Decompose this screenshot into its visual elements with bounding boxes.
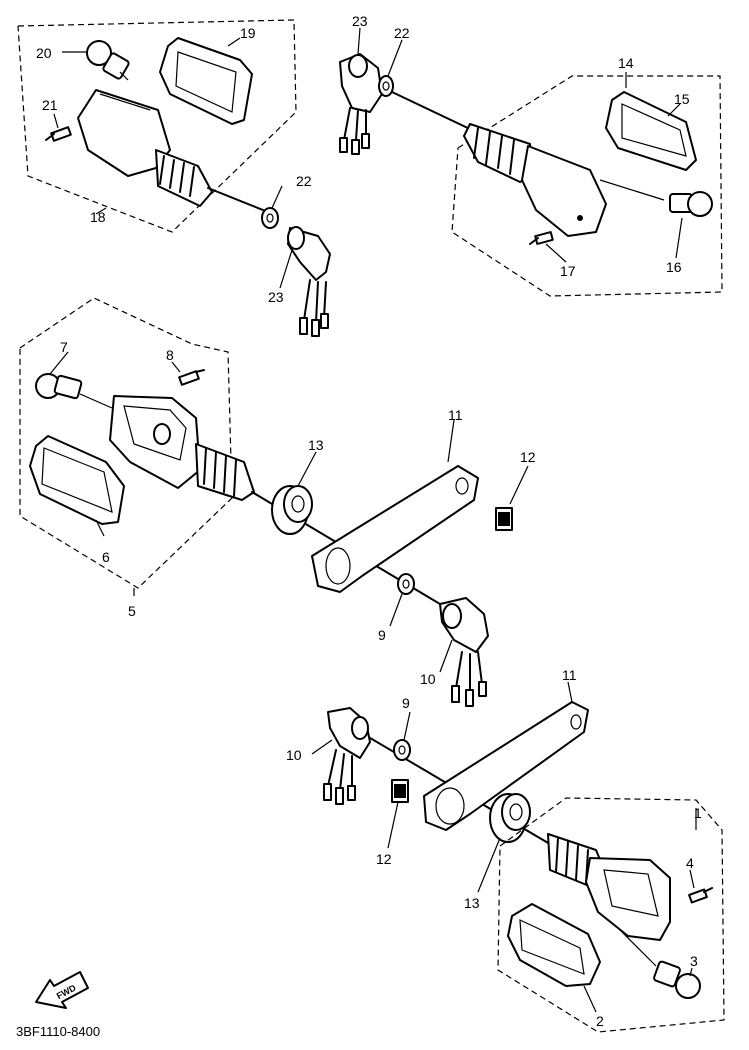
- callout-16: 16: [666, 259, 682, 275]
- callout-8: 8: [166, 347, 174, 363]
- callout-15: 15: [674, 91, 690, 107]
- callout-11: 11: [448, 407, 463, 423]
- callout-2: 2: [596, 1013, 604, 1029]
- turn-signal-assembly-14: 23 22 14 15 16 17: [339, 13, 723, 297]
- callout-13-lower: 13: [464, 895, 480, 911]
- connector-10-lower: [323, 707, 371, 805]
- screw-8: [178, 369, 205, 386]
- housing-1: [547, 833, 671, 941]
- bracket-11-upper: [311, 465, 479, 593]
- screw-17: [529, 231, 554, 245]
- bulb-16: [669, 191, 713, 217]
- lens-19: [159, 37, 253, 125]
- group-boundary-18: [17, 19, 297, 233]
- grommet-22-upper: [378, 75, 394, 97]
- grommet-9-lower: [393, 739, 411, 761]
- grommet-22: [261, 207, 279, 229]
- callout-18: 18: [90, 209, 106, 225]
- turn-signal-assembly-1: 1 4 3 2: [497, 797, 725, 1033]
- callout-3: 3: [690, 953, 698, 969]
- callout-6: 6: [102, 549, 110, 565]
- callout-12-lower: 12: [376, 851, 392, 867]
- callout-20: 20: [36, 45, 52, 61]
- callout-5: 5: [128, 603, 136, 619]
- callout-1: 1: [694, 805, 702, 821]
- callout-11-lower: 11: [562, 667, 577, 683]
- grommet-13-lower: [489, 793, 531, 843]
- callout-23: 23: [268, 289, 284, 305]
- bracket-11-lower: [423, 701, 589, 831]
- screw-4: [688, 887, 713, 904]
- callout-23-upper: 23: [352, 13, 368, 29]
- callout-22: 22: [296, 173, 312, 189]
- group-boundary-14: [451, 75, 723, 297]
- turn-signal-assembly-18: 20 19 21 18 22 23: [17, 19, 331, 337]
- callout-10: 10: [420, 671, 436, 687]
- callout-7: 7: [60, 339, 68, 355]
- clip-nut-12-upper: [495, 507, 513, 531]
- forward-arrow-icon: FWD: [35, 971, 89, 1009]
- callout-4: 4: [686, 855, 694, 871]
- callout-19: 19: [240, 25, 256, 41]
- screw-21: [45, 126, 72, 142]
- bulb-3: [619, 929, 701, 999]
- connector-10-upper: [439, 597, 489, 707]
- housing-5: [109, 395, 255, 501]
- housing-14: [463, 123, 607, 237]
- grommet-9-upper: [397, 573, 415, 595]
- group-boundary-5: [19, 297, 233, 589]
- group-boundary-1: [497, 797, 725, 1033]
- callout-10-lower: 10: [286, 747, 302, 763]
- callout-22-upper: 22: [394, 25, 410, 41]
- lens-6: [29, 435, 125, 525]
- callout-14: 14: [618, 55, 634, 71]
- callout-9: 9: [378, 627, 386, 643]
- bulb-20: [86, 40, 130, 81]
- clip-nut-12-lower: [391, 779, 409, 803]
- callout-12: 12: [520, 449, 536, 465]
- bulb-7: [35, 373, 113, 409]
- callout-9-lower: 9: [402, 695, 410, 711]
- grommet-13-upper: [271, 485, 313, 535]
- lens-2: [507, 903, 601, 987]
- callout-21: 21: [42, 97, 58, 113]
- turn-signal-assembly-5: 7 8 6 5: [19, 297, 255, 619]
- drawing-code: 3BF1110-8400: [16, 1024, 100, 1039]
- housing-18: [77, 89, 269, 213]
- mount-upper: 13 11 12 9 10: [251, 407, 536, 707]
- connector-23: [287, 226, 331, 337]
- callout-17: 17: [560, 263, 576, 279]
- mount-lower: 10 9 11 12 13: [286, 667, 589, 911]
- lens-15: [605, 91, 697, 171]
- callout-13: 13: [308, 437, 324, 453]
- connector-23-upper: [339, 53, 383, 155]
